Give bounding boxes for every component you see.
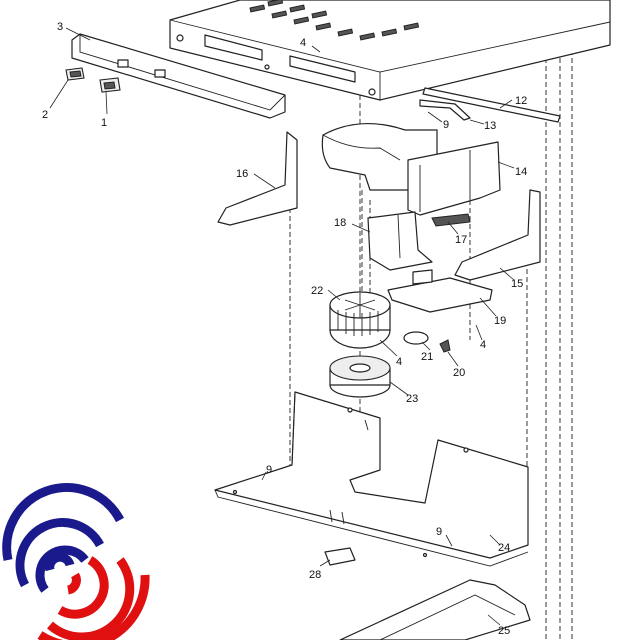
callout-9-top: 9 (443, 119, 449, 131)
callout-20: 20 (453, 367, 465, 379)
blower-housing (321, 123, 501, 216)
blower-wheel (329, 291, 391, 349)
callout-18: 18 (334, 217, 346, 229)
lower-vent-tray (339, 579, 531, 640)
callout-12: 12 (515, 95, 527, 107)
callout-19: 19 (494, 315, 506, 327)
fasteners (403, 331, 451, 353)
control-panel-strip (71, 33, 286, 119)
brand-logo (2, 483, 150, 640)
callout-15: 15 (511, 278, 523, 290)
callout-2: 2 (42, 109, 48, 121)
motor-tray (387, 269, 493, 313)
mounting-clip (324, 547, 356, 566)
callout-labels: 3 2 1 4 12 9 13 14 16 18 17 15 19 22 4 2… (42, 21, 527, 637)
side-bracket-left (217, 131, 298, 226)
callout-3: 3 (57, 21, 63, 33)
callout-9-plate-right: 9 (436, 526, 442, 538)
callout-23: 23 (406, 393, 418, 405)
filter-disc (329, 355, 391, 398)
callout-28: 28 (309, 569, 321, 581)
callout-13: 13 (484, 120, 496, 132)
duct-piece (367, 211, 433, 271)
callout-4-wheel: 4 (396, 356, 402, 368)
callout-4-tray: 4 (480, 339, 486, 351)
callout-17: 17 (455, 234, 467, 246)
switch-parts (65, 67, 121, 93)
hood-housing (169, 0, 611, 101)
callout-4-hood: 4 (300, 37, 306, 49)
small-grille (431, 213, 471, 227)
rail-and-bracket (419, 87, 561, 123)
callout-24: 24 (498, 542, 510, 554)
side-bracket-right (454, 189, 541, 281)
callout-16: 16 (236, 168, 248, 180)
callout-9-plate-left: 9 (266, 464, 272, 476)
callout-25: 25 (498, 625, 510, 637)
callout-21: 21 (421, 351, 433, 363)
callout-leaders (49, 27, 515, 626)
bottom-plate (214, 391, 529, 567)
callout-22: 22 (311, 285, 323, 297)
callout-14: 14 (515, 166, 527, 178)
callout-1: 1 (101, 117, 107, 129)
